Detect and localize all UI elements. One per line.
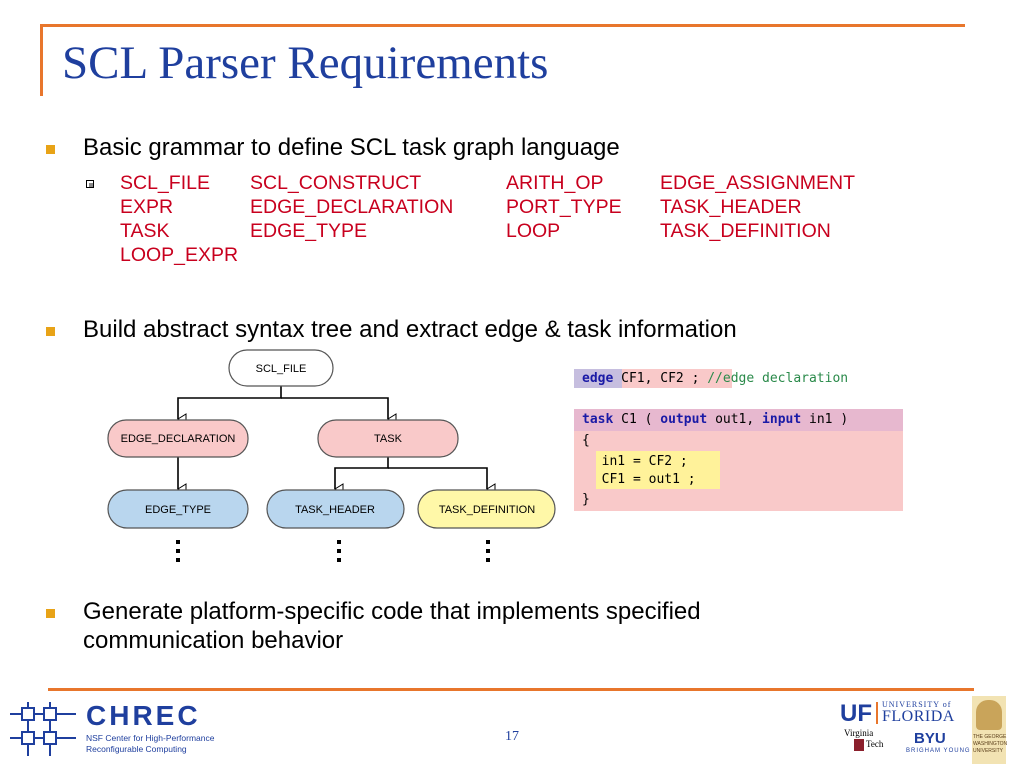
grammar-term: ARITH_OP (506, 172, 604, 194)
uf-university-of: UNIVERSITY of (882, 700, 952, 709)
tree-node-task-definition: TASK_DEFINITION (417, 489, 556, 529)
title-frame-left (40, 24, 43, 96)
code-comment: //edge declaration (707, 371, 849, 386)
sub-bullet-marker (86, 180, 94, 188)
grammar-term: TASK_DEFINITION (660, 220, 831, 242)
gw-logo: THE GEORGE WASHINGTON UNIVERSITY (972, 696, 1008, 764)
gw-portrait (976, 700, 1002, 730)
grammar-term: PORT_TYPE (506, 196, 622, 218)
grammar-term: EDGE_DECLARATION (250, 196, 454, 218)
ellipsis-continuation (176, 540, 490, 562)
bullet-text: Generate platform-specific code that imp… (83, 598, 701, 625)
tree-node-scl-file: SCL_FILE (228, 349, 334, 387)
vt-emblem (854, 739, 864, 751)
gw-text: THE GEORGE (973, 734, 1007, 740)
tree-node-label: TASK (374, 433, 403, 445)
vt-text: Virginia (844, 728, 874, 738)
grammar-term: LOOP (506, 220, 561, 242)
chrec-name: CHREC (86, 700, 201, 731)
chrec-circuit-icon (10, 702, 76, 756)
tree-connectors (177, 385, 496, 495)
code-text: C1 ( (613, 412, 661, 427)
slide-title: SCL Parser Requirements (62, 37, 549, 89)
uf-logo: UF UNIVERSITY of FLORIDA (838, 700, 968, 727)
chrec-subtitle: Reconfigurable Computing (86, 744, 187, 754)
gw-text: WASHINGTON (973, 741, 1008, 747)
code-close-brace: } (582, 492, 590, 507)
tree-node-label: TASK_HEADER (295, 504, 375, 516)
uf-short: UF (840, 700, 872, 727)
tree-node-label: SCL_FILE (256, 363, 307, 375)
university-logos: UF UNIVERSITY of FLORIDA THE GEORGE WASH… (838, 696, 1020, 764)
tree-node-label: EDGE_TYPE (145, 504, 211, 516)
code-keyword: edge (582, 371, 614, 386)
grammar-term: SCL_CONSTRUCT (250, 172, 422, 194)
code-open-brace: { (582, 433, 590, 448)
grammar-term: LOOP_EXPR (120, 244, 239, 266)
chrec-subtitle: NSF Center for High-Performance (86, 733, 215, 743)
code-keyword: input (762, 412, 802, 427)
code-text: out1, (707, 412, 763, 427)
code-keyword: output (660, 412, 708, 427)
code-keyword: task (582, 412, 614, 427)
tree-node-task: TASK (317, 419, 459, 458)
grammar-term: SCL_FILE (120, 172, 210, 194)
code-assign-line: in1 = CF2 ; (586, 454, 688, 469)
tree-node-edge-type: EDGE_TYPE (107, 489, 249, 529)
chrec-logo: CHREC NSF Center for High-Performance Re… (10, 700, 230, 758)
uf-divider (876, 702, 878, 724)
grammar-term: EXPR (120, 196, 174, 218)
byu-subtext: BRIGHAM YOUNG (906, 748, 971, 754)
bullet-text: Build abstract syntax tree and extract e… (83, 316, 737, 343)
grammar-term: TASK_HEADER (660, 196, 802, 218)
tree-node-task-header: TASK_HEADER (266, 489, 405, 529)
uf-florida: FLORIDA (882, 708, 955, 725)
bullet-marker (46, 327, 55, 336)
grammar-term: EDGE_TYPE (250, 220, 368, 242)
vt-logo: Virginia Tech (844, 728, 898, 762)
tree-node-label: TASK_DEFINITION (439, 504, 535, 516)
page-number: 17 (505, 729, 519, 744)
code-edge-line: edge CF1, CF2 ; //edge declaration (582, 371, 848, 386)
code-task-line: task C1 ( output out1, input in1 ) (582, 412, 848, 427)
code-text: CF1, CF2 ; (613, 371, 708, 386)
gw-text: UNIVERSITY (973, 748, 1004, 754)
bullet-marker (46, 609, 55, 618)
code-text: in1 ) (801, 412, 849, 427)
bullet-text: communication behavior (83, 627, 344, 654)
title-frame-top (40, 24, 965, 27)
code-assign-line: CF1 = out1 ; (586, 472, 696, 487)
byu-text: BYU (914, 730, 946, 747)
tree-node-edge-declaration: EDGE_DECLARATION (107, 419, 249, 458)
footer-divider (48, 688, 974, 691)
grammar-term: EDGE_ASSIGNMENT (660, 172, 856, 194)
tree-node-label: EDGE_DECLARATION (121, 433, 236, 445)
grammar-term: TASK (120, 220, 170, 242)
bullet-marker (46, 145, 55, 154)
code-block-backgrounds (574, 369, 903, 511)
vt-text: Tech (866, 739, 884, 749)
bullet-text: Basic grammar to define SCL task graph l… (83, 134, 620, 161)
byu-logo: BYU BRIGHAM YOUNG (904, 730, 970, 760)
